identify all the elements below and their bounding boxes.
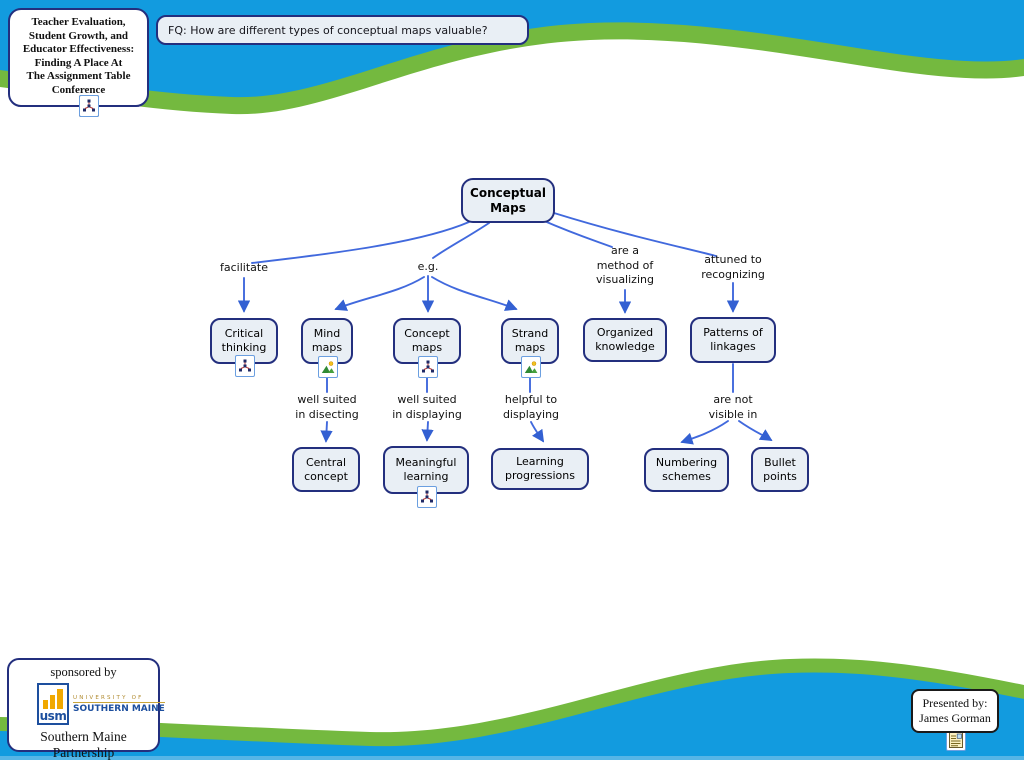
link-label-facilitate: facilitate	[220, 261, 268, 274]
link-label-not-visible: are not visible in	[708, 393, 758, 421]
image-icon	[524, 361, 538, 374]
node-label: Meaningful learning	[395, 456, 457, 483]
concept-map-icon	[238, 359, 252, 372]
node-concept-maps[interactable]: Concept maps	[393, 318, 461, 364]
usm-sail-icon	[43, 689, 63, 709]
node-label: Concept maps	[404, 327, 450, 354]
node-label: Critical thinking	[221, 327, 267, 354]
concept-map-icon[interactable]	[418, 356, 438, 378]
southern-maine-text: SOUTHERN MAINE	[73, 703, 165, 714]
concept-map-icon	[421, 360, 435, 373]
node-label: Numbering schemes	[655, 456, 718, 483]
node-label: Mind maps	[311, 327, 343, 354]
usm-acronym: usm	[39, 709, 67, 723]
image-icon[interactable]	[521, 356, 541, 378]
sponsor-box: sponsored by usm UNIVERSITY OF SOUTHERN …	[7, 658, 165, 760]
node-label: Learning progressions	[505, 455, 575, 482]
focus-question-text: FQ: How are different types of conceptua…	[168, 23, 488, 37]
node-patterns-of-linkages[interactable]: Patterns of linkages	[690, 317, 776, 363]
conference-title: Teacher Evaluation, Student Growth, and …	[22, 16, 135, 96]
link-label-attuned: attuned to recognizing	[701, 253, 765, 281]
link-label-eg: e.g.	[417, 260, 439, 273]
node-label: Organized knowledge	[595, 326, 655, 353]
usm-logo-row: usm UNIVERSITY OF SOUTHERN MAINE	[37, 683, 165, 725]
node-central-concept[interactable]: Central concept	[292, 447, 360, 492]
presenter-box: Presented by: James Gorman	[911, 689, 999, 733]
node-conceptual-maps[interactable]: Conceptual Maps	[461, 178, 555, 223]
concept-map-icon	[420, 490, 434, 503]
focus-question-box: FQ: How are different types of conceptua…	[156, 15, 529, 45]
image-icon[interactable]	[318, 356, 338, 378]
link-label-displaying: well suited in displaying	[392, 393, 462, 421]
concept-map-icon[interactable]	[417, 486, 437, 508]
university-name: UNIVERSITY OF SOUTHERN MAINE	[73, 695, 165, 714]
link-label-method: are a method of visualizing	[596, 244, 654, 286]
document-icon	[949, 732, 963, 748]
concept-map-icon[interactable]	[235, 355, 255, 377]
node-organized-knowledge[interactable]: Organized knowledge	[583, 318, 667, 362]
node-label: Bullet points	[763, 455, 797, 483]
conference-title-box: Teacher Evaluation, Student Growth, and …	[8, 8, 149, 117]
node-label: Conceptual Maps	[470, 185, 546, 215]
sponsored-by-text: sponsored by	[50, 665, 117, 679]
link-label-disecting: well suited in disecting	[295, 393, 359, 421]
concept-map-icon	[82, 99, 95, 112]
presenter-text: Presented by: James Gorman	[919, 696, 991, 725]
partnership-text: Southern Maine Partnership	[40, 729, 127, 760]
node-label: Strand maps	[511, 327, 549, 354]
node-bullet-points[interactable]: Bullet points	[751, 447, 809, 492]
node-label: Patterns of linkages	[703, 326, 763, 353]
node-label: Central concept	[304, 455, 348, 483]
usm-logo: usm	[37, 683, 69, 725]
image-icon	[321, 361, 335, 374]
concept-map-icon[interactable]	[78, 95, 99, 117]
link-label-helpful: helpful to displaying	[502, 393, 560, 421]
node-numbering-schemes[interactable]: Numbering schemes	[644, 448, 729, 492]
university-of-text: UNIVERSITY OF	[73, 695, 165, 703]
node-learning-progressions[interactable]: Learning progressions	[491, 448, 589, 490]
